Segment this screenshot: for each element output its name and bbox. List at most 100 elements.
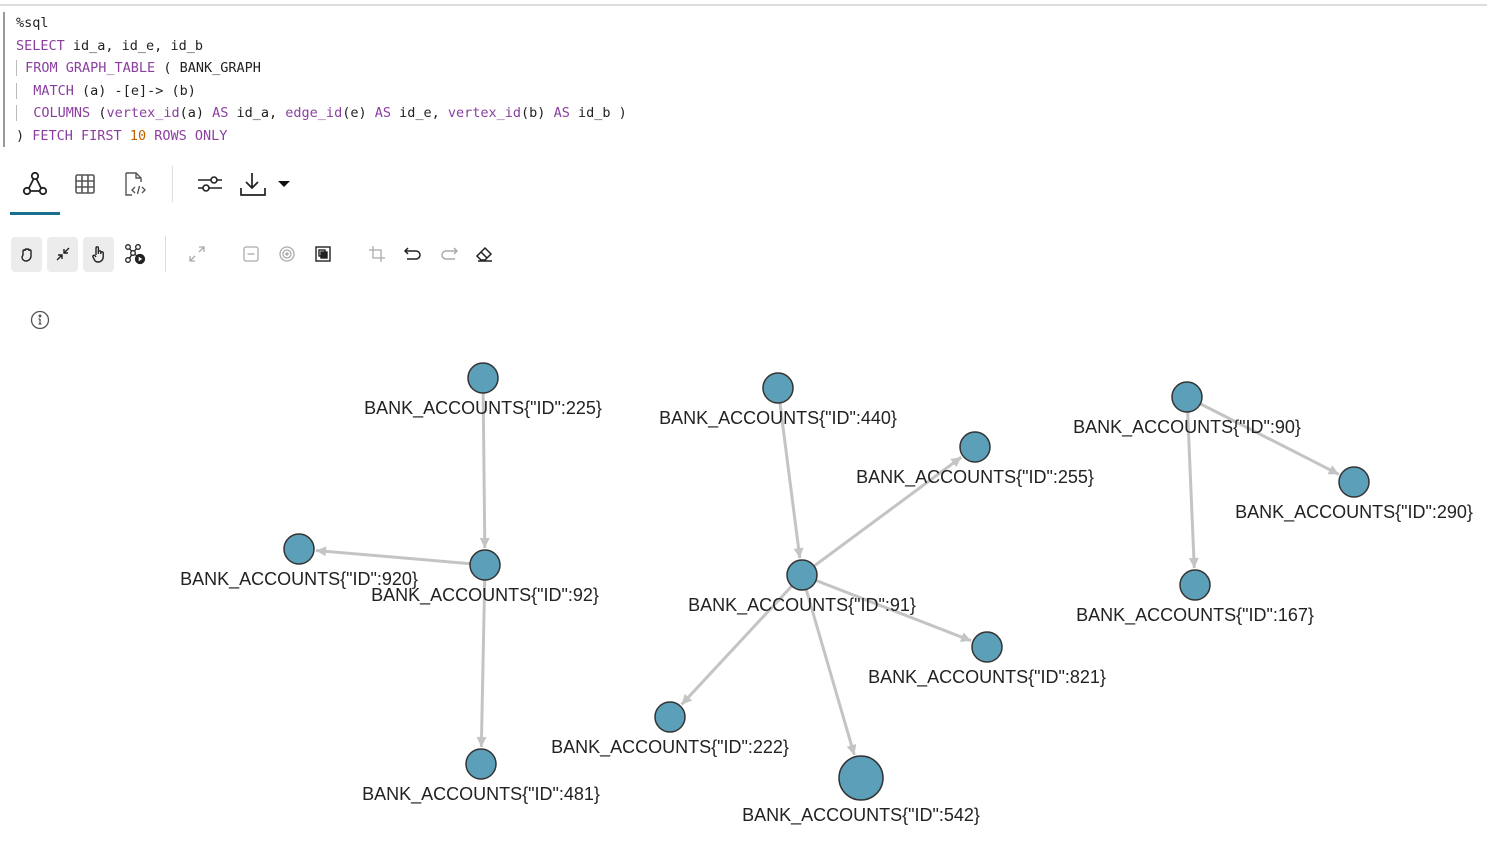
- fit-frame-icon: [314, 246, 331, 262]
- sql-code-editor[interactable]: %sql SELECT id_a, id_e, id_b FROM GRAPH_…: [3, 12, 627, 147]
- arrowhead: [793, 547, 804, 559]
- graph-node[interactable]: [467, 362, 499, 394]
- code-keyword: AS: [212, 105, 229, 121]
- group-button[interactable]: [235, 237, 266, 272]
- info-icon: [30, 310, 50, 330]
- node-label: BANK_ACCOUNTS{"ID":222}: [551, 737, 789, 758]
- tab-json[interactable]: [110, 165, 160, 203]
- node-label: BANK_ACCOUNTS{"ID":255}: [856, 467, 1094, 488]
- view-tabs: [10, 165, 295, 215]
- download-button[interactable]: [235, 165, 295, 203]
- tab-table[interactable]: [60, 165, 110, 203]
- graph-edge[interactable]: [476, 564, 487, 748]
- pointer-hand-icon: [91, 246, 104, 263]
- code-keyword: AS: [553, 105, 570, 121]
- graph-edge[interactable]: [1185, 396, 1199, 569]
- graph-node[interactable]: [1179, 569, 1211, 601]
- code-text: id_a,: [228, 105, 286, 121]
- undo-button[interactable]: [397, 237, 428, 272]
- arrowhead: [315, 546, 327, 557]
- explore-button[interactable]: [119, 237, 150, 272]
- arrowhead: [479, 537, 490, 549]
- code-function: vertex_id: [106, 105, 180, 121]
- code-keyword: ROWS ONLY: [146, 127, 228, 144]
- redo-button[interactable]: [433, 237, 464, 272]
- chevron-down-icon: [278, 181, 290, 187]
- pan-button[interactable]: [11, 236, 42, 272]
- magic-command: %sql: [16, 15, 49, 31]
- node-label: BANK_ACCOUNTS{"ID":90}: [1073, 417, 1301, 438]
- graph-node[interactable]: [971, 631, 1003, 663]
- code-text: id_e,: [390, 105, 448, 121]
- node-label: BANK_ACCOUNTS{"ID":290}: [1235, 502, 1473, 523]
- graph-node[interactable]: [469, 549, 501, 581]
- code-text: (a): [179, 105, 213, 121]
- node-label: BANK_ACCOUNTS{"ID":91}: [688, 595, 916, 616]
- graph-icon: [22, 171, 48, 196]
- undo-icon: [403, 247, 421, 260]
- code-text: id_b ): [569, 105, 627, 121]
- graph-edge[interactable]: [801, 455, 963, 577]
- arrowhead: [960, 632, 972, 642]
- graph-edge[interactable]: [479, 377, 490, 549]
- code-keyword: SELECT: [16, 37, 65, 54]
- node-label: BANK_ACCOUNTS{"ID":481}: [362, 784, 600, 805]
- code-text: id_a, id_e, id_b: [64, 37, 203, 54]
- graph-edge[interactable]: [680, 573, 804, 706]
- sliders-icon: [198, 176, 222, 192]
- graph-node[interactable]: [465, 748, 497, 780]
- crop-button[interactable]: [361, 237, 392, 272]
- table-icon: [75, 174, 95, 194]
- eraser-icon: [475, 246, 492, 262]
- graph-node[interactable]: [283, 533, 315, 565]
- expand-button[interactable]: [181, 237, 212, 272]
- tab-graph[interactable]: [10, 165, 60, 215]
- node-label: BANK_ACCOUNTS{"ID":542}: [742, 805, 980, 826]
- graph-node[interactable]: [1338, 466, 1370, 498]
- code-text: (: [90, 105, 107, 121]
- collapse-icon: [56, 247, 69, 261]
- graph-node[interactable]: [762, 372, 794, 404]
- network-play-icon: [124, 244, 145, 265]
- graph-edge[interactable]: [315, 546, 486, 567]
- node-label: BANK_ACCOUNTS{"ID":440}: [659, 408, 897, 429]
- arrowhead: [476, 736, 487, 748]
- code-file-icon: [125, 172, 146, 196]
- code-text: (a) -[e]-> (b): [73, 82, 196, 99]
- code-keyword: FROM GRAPH_TABLE: [25, 60, 156, 76]
- arrowhead: [1188, 557, 1199, 569]
- graph-node[interactable]: [1171, 381, 1203, 413]
- cell-divider: [0, 4, 1487, 6]
- graph-edge[interactable]: [776, 387, 804, 559]
- redo-icon: [440, 247, 458, 260]
- code-function: vertex_id: [447, 105, 522, 121]
- graph-toolbar: [11, 236, 500, 272]
- code-keyword: MATCH: [33, 82, 74, 99]
- graph-node[interactable]: [654, 701, 686, 733]
- target-icon: [278, 246, 295, 262]
- graph-edge[interactable]: [1186, 395, 1340, 476]
- expand-icon: [188, 246, 205, 262]
- info-button[interactable]: [30, 310, 50, 335]
- node-label: BANK_ACCOUNTS{"ID":821}: [868, 667, 1106, 688]
- graph-node[interactable]: [959, 431, 991, 463]
- graph-node[interactable]: [838, 755, 884, 801]
- code-keyword: FETCH FIRST: [32, 127, 130, 144]
- focus-button[interactable]: [271, 237, 302, 272]
- fit-selection-button[interactable]: [307, 237, 338, 272]
- collapse-button[interactable]: [47, 236, 78, 272]
- code-text: (e): [342, 105, 375, 121]
- node-label: BANK_ACCOUNTS{"ID":92}: [371, 585, 599, 606]
- select-button[interactable]: [83, 236, 114, 272]
- graph-node[interactable]: [786, 559, 818, 591]
- code-number: 10: [129, 127, 147, 144]
- divider: [172, 166, 173, 202]
- code-text: ( BANK_GRAPH: [155, 60, 261, 76]
- tab-settings[interactable]: [185, 165, 235, 203]
- node-label: BANK_ACCOUNTS{"ID":920}: [180, 569, 418, 590]
- divider: [165, 236, 166, 272]
- clear-button[interactable]: [469, 237, 500, 272]
- graph-edge[interactable]: [801, 573, 972, 643]
- graph-edge[interactable]: [800, 574, 857, 756]
